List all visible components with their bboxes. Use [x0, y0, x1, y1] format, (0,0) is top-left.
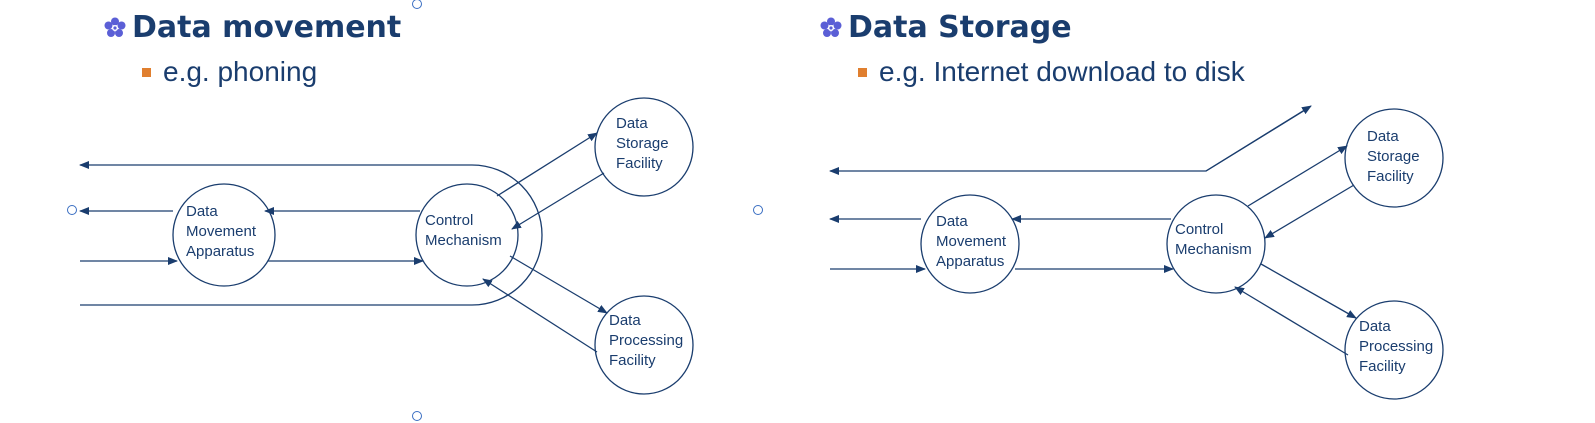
- label-processing: Data Processing Facility: [609, 312, 687, 369]
- arrow-processing-to-ctrl: [482, 278, 598, 353]
- label-ctrl: Control Mechanism: [1175, 221, 1252, 258]
- arrow-ctrl-to-storage: [496, 132, 598, 197]
- label-dma: Data Movement Apparatus: [936, 213, 1010, 270]
- arrow-ctrl-to-processing: [509, 255, 608, 314]
- arrow-ctrl-to-storage: [1247, 145, 1348, 207]
- node-data-processing-facility: [594, 295, 694, 395]
- arrow-top-diag: [1205, 105, 1312, 172]
- node-data-storage-facility: [594, 97, 694, 197]
- subheading-example: e.g. Internet download to disk: [858, 56, 1245, 88]
- heading-data-storage: Data Storage: [820, 10, 1072, 45]
- arrow-storage-to-ctrl: [511, 172, 605, 230]
- node-data-storage-facility: [1344, 108, 1444, 208]
- arrow-processing-to-ctrl: [1234, 286, 1349, 356]
- flower-icon: [104, 17, 126, 37]
- selection-handle-left[interactable]: [67, 205, 77, 215]
- arrow-ctrl-to-processing: [1260, 263, 1357, 319]
- panel-data-movement: Data movement e.g. phoning: [0, 0, 760, 423]
- subheading-text: e.g. Internet download to disk: [879, 56, 1245, 87]
- selection-handle-bottom[interactable]: [412, 411, 422, 421]
- arrow-top-out: [829, 106, 1311, 175]
- flower-icon: [820, 17, 842, 37]
- selection-handle-top[interactable]: [412, 0, 422, 9]
- label-dma: Data Movement Apparatus: [186, 203, 260, 260]
- loop-bottom-in: [80, 164, 543, 306]
- label-storage: Data Storage Facility: [616, 115, 673, 172]
- diagram-data-movement: Data Movement Apparatus Control Mechanis…: [79, 97, 694, 395]
- label-storage: Data Storage Facility: [1367, 128, 1424, 185]
- heading-text: Data Storage: [848, 10, 1072, 45]
- node-data-movement-apparatus: [172, 183, 276, 287]
- arrow-storage-to-ctrl: [1264, 184, 1355, 239]
- node-control-mechanism: [415, 183, 519, 287]
- panel-data-storage: Data Storage e.g. Internet download to d…: [760, 0, 1595, 423]
- diagram-data-storage: Data Movement Apparatus Control Mechanis…: [829, 105, 1444, 400]
- node-data-processing-facility: [1344, 300, 1444, 400]
- square-bullet-icon: [858, 67, 867, 77]
- label-processing: Data Processing Facility: [1359, 318, 1437, 375]
- node-data-movement-apparatus: [920, 194, 1020, 294]
- square-bullet-icon: [142, 67, 151, 77]
- subheading-example: e.g. phoning: [142, 56, 317, 88]
- selection-handle-right[interactable]: [753, 205, 763, 215]
- heading-data-movement: Data movement: [104, 10, 401, 45]
- node-control-mechanism: [1166, 194, 1266, 294]
- heading-text: Data movement: [132, 10, 402, 45]
- label-ctrl: Control Mechanism: [425, 212, 502, 249]
- subheading-text: e.g. phoning: [163, 56, 318, 87]
